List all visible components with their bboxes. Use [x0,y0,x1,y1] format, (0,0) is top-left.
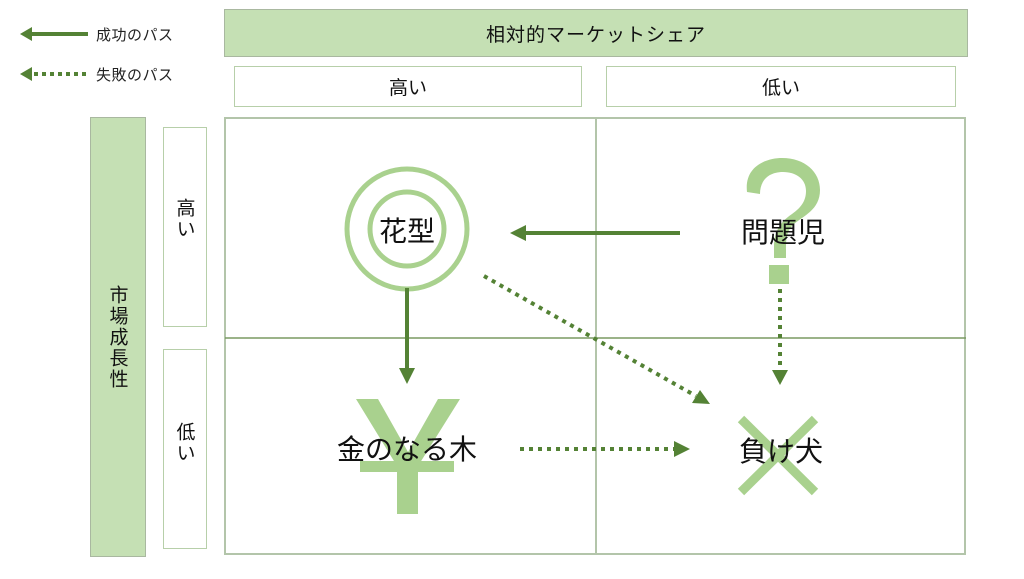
question-mark-icon [746,158,820,284]
x-axis-high-label: 高い [234,66,582,107]
yen-icon [356,399,460,514]
x-axis-low-label: 低い [606,66,956,107]
arrow-question-to-dog [772,289,788,385]
quadrant-question-label: 問題児 [740,216,826,249]
quadrant-star-label: 花型 [378,215,436,248]
legend-label: 成功のパス [96,25,174,44]
x-axis-title: 相対的マーケットシェア [224,9,968,57]
y-axis-high-label: 高い [173,198,196,240]
y-axis-title-bar: 市場成長性 [90,117,146,557]
solid-arrow-left-icon [20,27,88,41]
dotted-arrow-left-icon [20,67,88,81]
arrow-star-to-dog [483,274,710,404]
quadrant-dog-label: 負け犬 [738,435,824,468]
legend-failure-path: 失敗のパス [18,64,174,84]
arrow-star-to-cashcow [399,288,415,384]
legend-success-path: 成功のパス [18,24,174,44]
y-axis-low-box: 低い [163,349,207,549]
y-axis-title: 市場成長性 [106,284,129,390]
quadrant-cashcow-label: 金のなる木 [336,433,478,466]
legend-label: 失敗のパス [96,65,174,84]
cross-icon [737,415,819,496]
y-axis-high-box: 高い [163,127,207,327]
arrow-cashcow-to-dog [520,441,690,457]
arrow-question-to-star [510,225,680,241]
y-axis-low-label: 低い [173,422,196,464]
